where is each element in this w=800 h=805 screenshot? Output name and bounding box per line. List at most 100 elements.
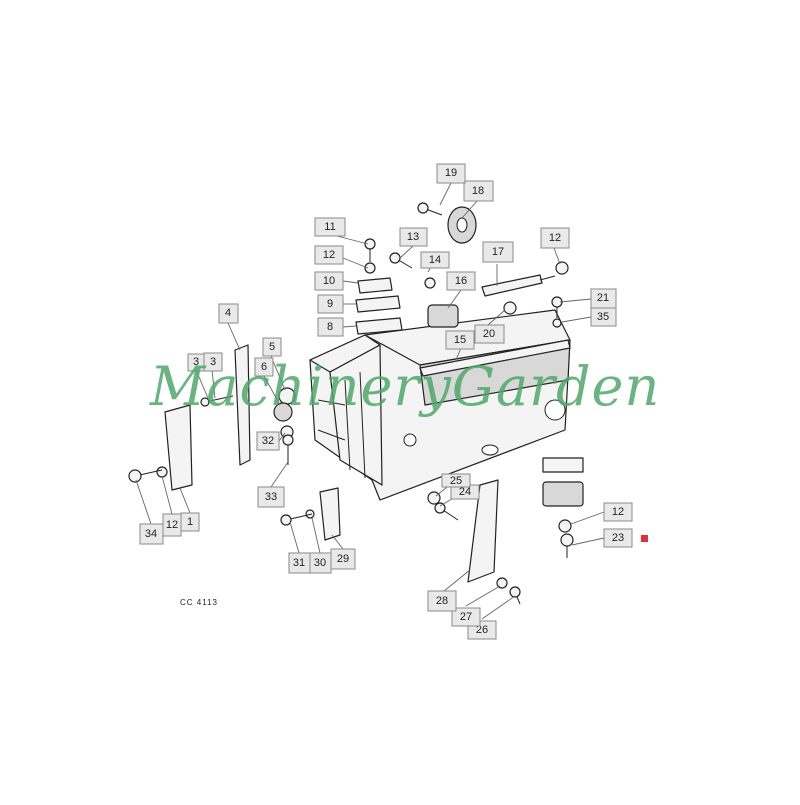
callout-30: 30 xyxy=(309,552,332,574)
svg-text:12: 12 xyxy=(323,249,335,261)
svg-text:12: 12 xyxy=(166,519,178,531)
main-frame xyxy=(309,309,571,501)
washer-35 xyxy=(552,318,562,328)
callout-8: 8 xyxy=(317,317,344,337)
callout-27: 27 xyxy=(451,607,481,627)
callout-31: 31 xyxy=(288,552,311,574)
washer-12a xyxy=(156,466,168,478)
callout-17: 17 xyxy=(482,241,514,263)
callout-3b: 3 xyxy=(203,352,223,372)
plate-28 xyxy=(467,479,499,583)
leader-lines xyxy=(135,182,605,620)
svg-text:21: 21 xyxy=(597,292,609,304)
bracket-4 xyxy=(234,344,251,466)
callout-11: 11 xyxy=(314,217,346,237)
svg-text:10: 10 xyxy=(323,275,335,287)
svg-text:34: 34 xyxy=(145,528,157,540)
svg-text:4: 4 xyxy=(225,307,231,319)
svg-text:14: 14 xyxy=(429,254,441,266)
svg-text:23: 23 xyxy=(612,532,624,544)
callouts: 1 3 3 4 5 6 8 9 10 11 12 12 12 12 13 14 … xyxy=(139,163,633,640)
callout-21: 21 xyxy=(590,288,617,309)
marker-square xyxy=(641,535,648,542)
callout-4: 4 xyxy=(218,303,239,324)
svg-text:17: 17 xyxy=(492,246,504,258)
svg-text:11: 11 xyxy=(324,221,335,233)
diagram-code-label: CC 4113 xyxy=(180,598,218,607)
callout-1: 1 xyxy=(180,512,200,532)
callout-12-right: 12 xyxy=(540,227,570,249)
callout-19: 19 xyxy=(436,163,466,184)
callout-25: 25 xyxy=(441,473,471,488)
washer-6 xyxy=(273,402,293,422)
shim-8 xyxy=(355,317,403,335)
callout-32: 32 xyxy=(256,431,280,451)
nut-12b xyxy=(558,519,572,533)
svg-text:20: 20 xyxy=(483,328,495,340)
svg-text:9: 9 xyxy=(327,298,333,310)
svg-text:3: 3 xyxy=(193,356,199,368)
callout-14: 14 xyxy=(420,251,450,269)
svg-text:12: 12 xyxy=(549,232,561,244)
svg-text:32: 32 xyxy=(262,435,274,447)
callout-13: 13 xyxy=(399,227,428,247)
callout-18: 18 xyxy=(463,180,494,202)
svg-text:19: 19 xyxy=(445,167,457,179)
callout-16: 16 xyxy=(446,271,476,291)
bolts xyxy=(128,202,574,605)
block-22 xyxy=(542,481,584,507)
rail-15 xyxy=(419,339,571,377)
svg-text:18: 18 xyxy=(472,185,484,197)
cushion-16 xyxy=(427,304,459,328)
shim-10 xyxy=(357,277,393,294)
callout-28: 28 xyxy=(427,590,457,612)
comb-plate xyxy=(542,457,584,473)
callout-12-left: 12 xyxy=(162,513,182,537)
shim-9 xyxy=(355,295,401,313)
callout-6: 6 xyxy=(254,357,274,377)
washer-5 xyxy=(278,387,296,405)
svg-text:29: 29 xyxy=(337,553,349,565)
callout-5: 5 xyxy=(262,337,282,357)
svg-text:24: 24 xyxy=(459,486,471,498)
svg-text:12: 12 xyxy=(612,506,624,518)
callout-9: 9 xyxy=(317,294,344,314)
svg-text:6: 6 xyxy=(261,361,267,373)
svg-text:35: 35 xyxy=(597,311,609,323)
svg-text:16: 16 xyxy=(455,275,467,287)
nut-20 xyxy=(503,301,517,315)
callout-15: 15 xyxy=(445,330,475,350)
callout-20: 20 xyxy=(474,324,505,344)
bracket-29 xyxy=(319,487,341,541)
callout-23: 23 xyxy=(603,528,633,548)
callout-10: 10 xyxy=(314,271,344,291)
svg-text:8: 8 xyxy=(327,321,333,333)
nut-12d xyxy=(555,261,569,275)
callout-29: 29 xyxy=(330,548,356,570)
svg-text:25: 25 xyxy=(450,475,462,487)
svg-text:5: 5 xyxy=(269,341,275,353)
svg-text:27: 27 xyxy=(460,611,472,623)
svg-text:28: 28 xyxy=(436,595,448,607)
svg-text:13: 13 xyxy=(407,231,419,243)
callout-35: 35 xyxy=(590,307,617,327)
nut-14 xyxy=(424,277,436,289)
callout-12-bottom: 12 xyxy=(603,502,633,522)
svg-text:26: 26 xyxy=(476,624,488,636)
callout-34: 34 xyxy=(139,523,164,545)
svg-text:1: 1 xyxy=(187,516,193,528)
callout-3a: 3 xyxy=(187,353,205,372)
svg-text:3: 3 xyxy=(210,356,216,368)
svg-text:33: 33 xyxy=(265,491,277,503)
svg-text:31: 31 xyxy=(293,557,305,569)
plate-1 xyxy=(164,404,193,491)
nut-12c xyxy=(364,262,376,274)
callout-12-top: 12 xyxy=(314,245,344,265)
bracket-17 xyxy=(481,274,543,297)
washer-27 xyxy=(496,577,508,589)
svg-text:30: 30 xyxy=(314,557,326,569)
svg-text:15: 15 xyxy=(454,334,466,346)
callout-33: 33 xyxy=(257,486,285,508)
